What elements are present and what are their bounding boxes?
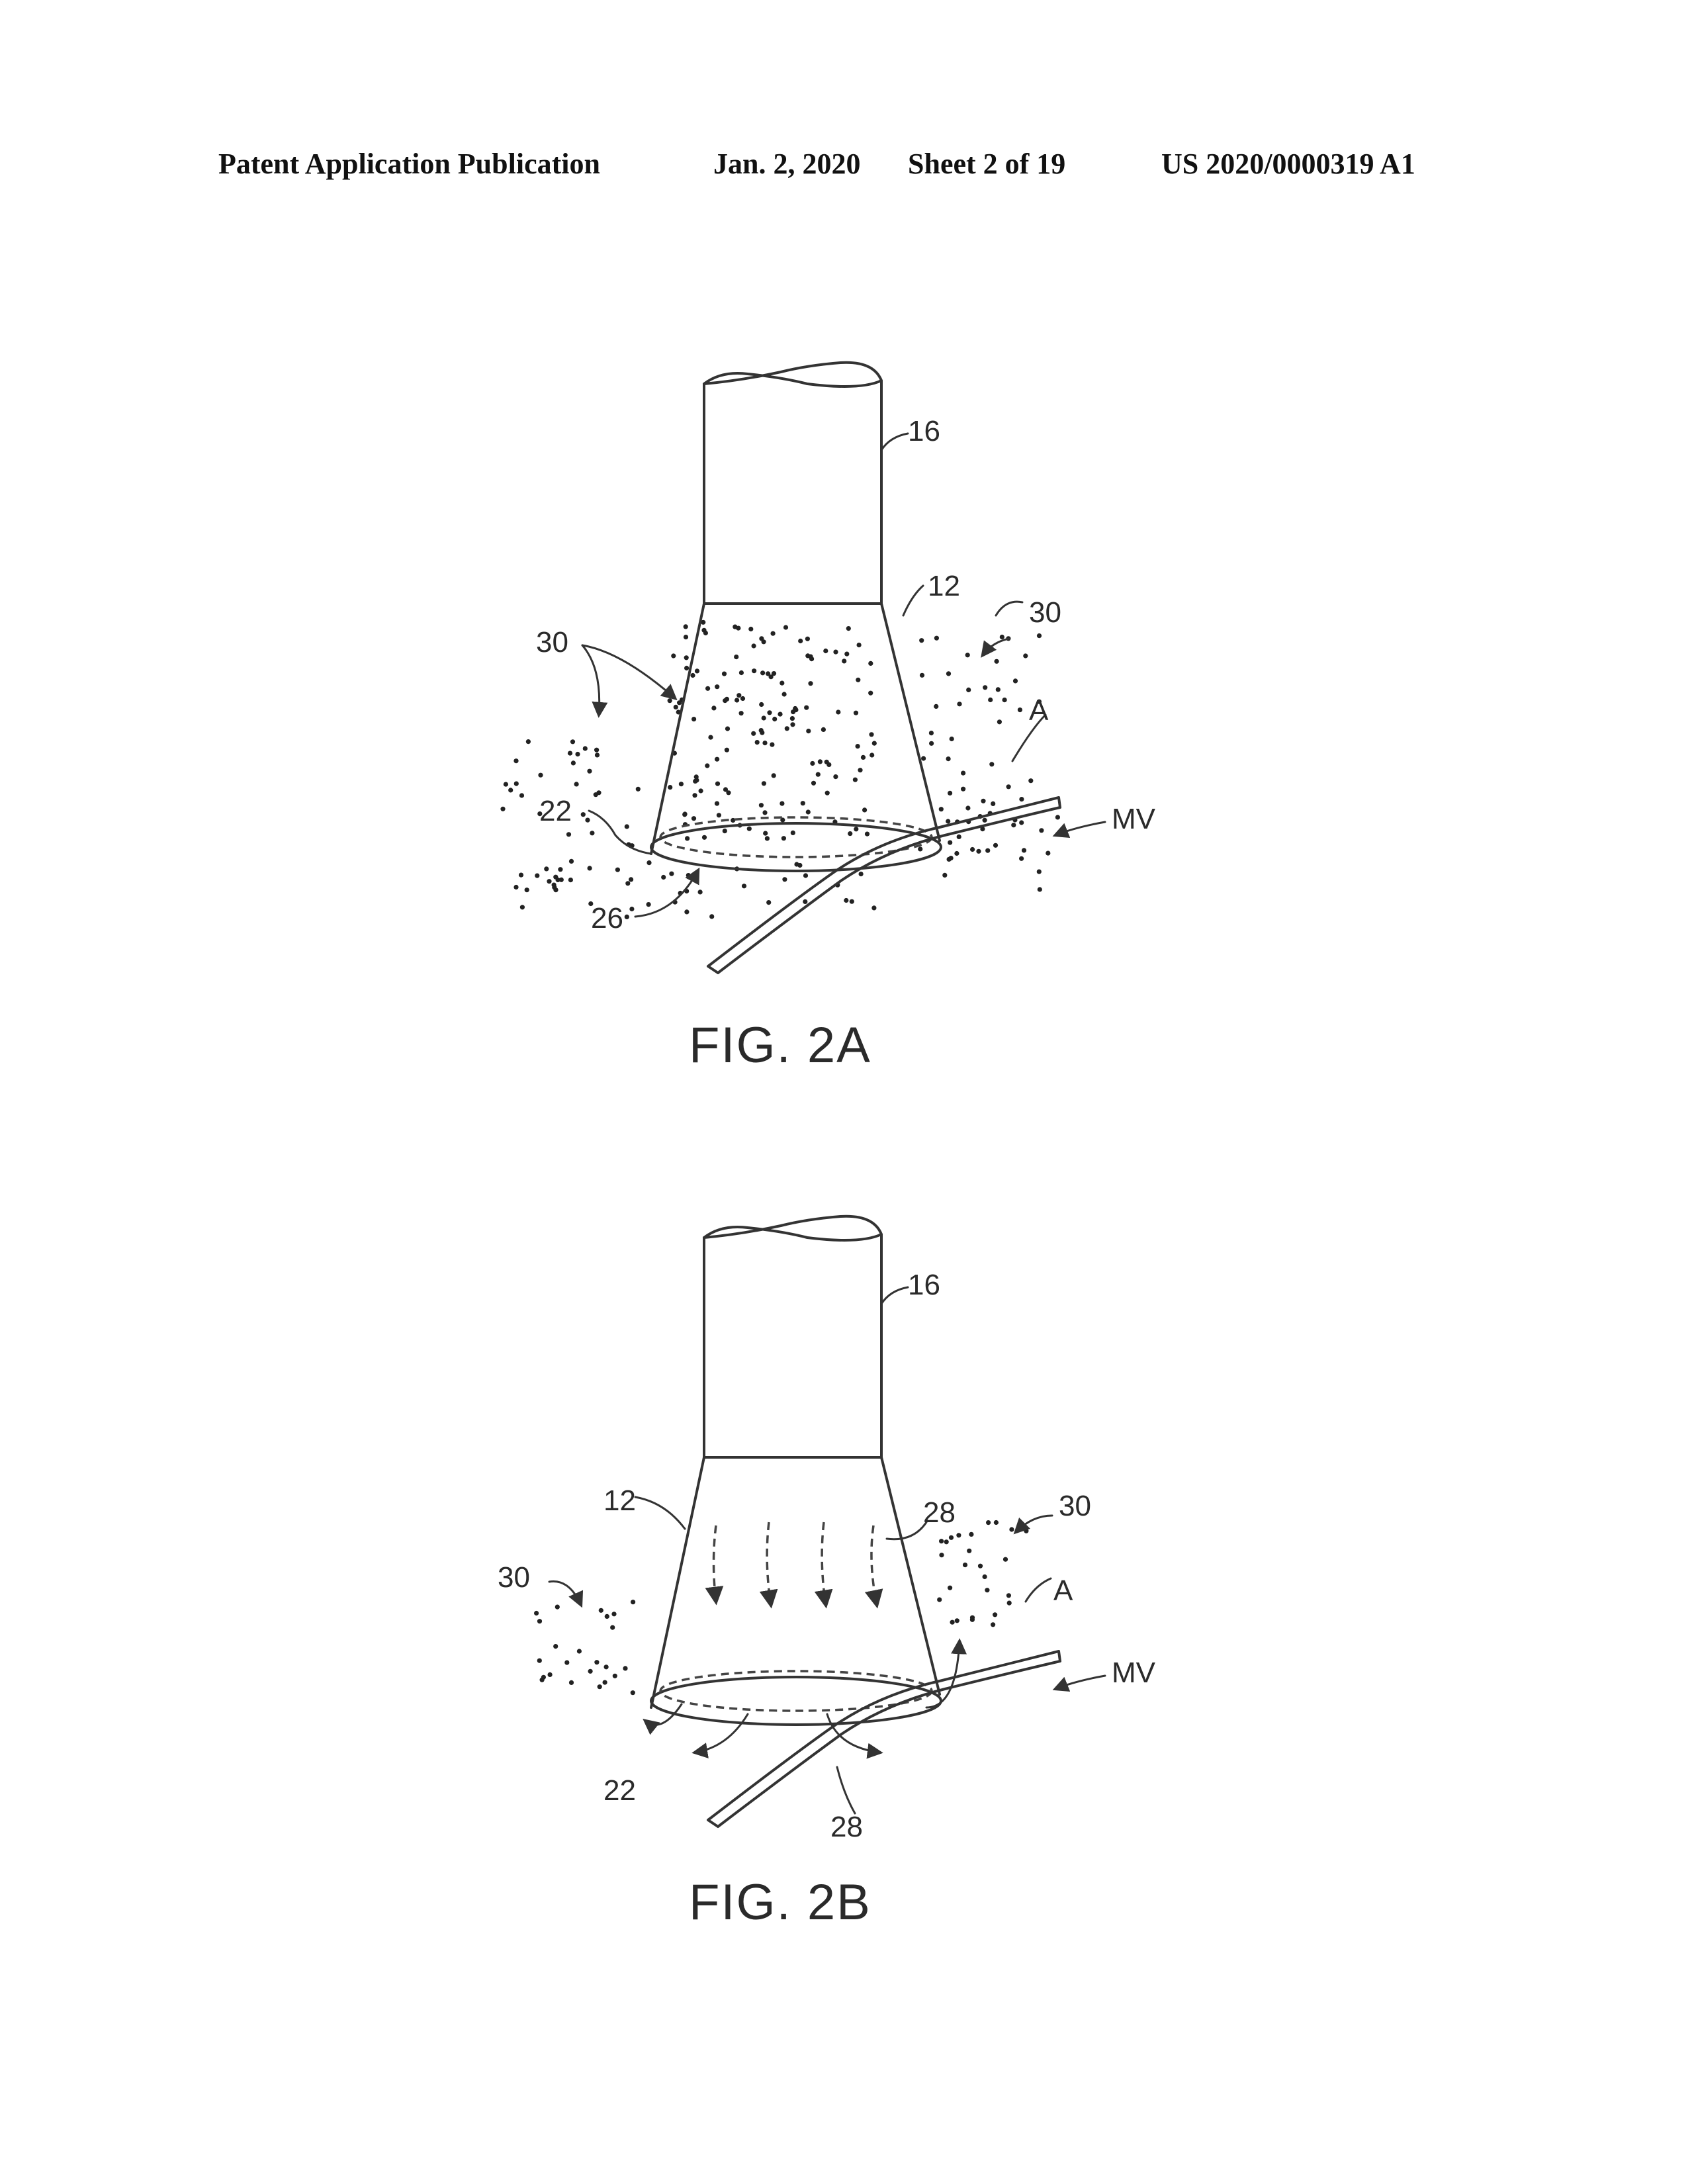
figure-2b: 16 12 28 30 30 A MV 22 28 FIG. 2B xyxy=(498,1214,1156,1931)
guidewire-a xyxy=(707,1650,1061,1828)
funnel-12 xyxy=(650,1456,941,1709)
label-22: 22 xyxy=(539,795,572,827)
guidewire-a xyxy=(707,796,1061,974)
label-12: 12 xyxy=(928,570,960,602)
catheter-tube-16 xyxy=(703,361,883,605)
label-16: 16 xyxy=(908,1269,940,1301)
label-28-bottom: 28 xyxy=(830,1811,863,1843)
label-30-right: 30 xyxy=(1059,1490,1091,1522)
label-12: 12 xyxy=(603,1484,636,1517)
header-date: Jan. 2, 2020 xyxy=(713,148,861,180)
label-22: 22 xyxy=(603,1774,636,1807)
opening-22-dashed xyxy=(659,1670,933,1712)
particles-30 xyxy=(534,1520,1029,1696)
label-a: A xyxy=(1053,1574,1073,1607)
funnel-12 xyxy=(650,602,941,855)
label-30-right: 30 xyxy=(1029,596,1061,629)
header-sheet: Sheet 2 of 19 xyxy=(908,148,1066,180)
figure-caption-2a: FIG. 2A xyxy=(689,1017,871,1073)
label-30-left: 30 xyxy=(536,626,568,659)
header-patent-number: US 2020/0000319 A1 xyxy=(1161,148,1415,180)
opening-22-dashed xyxy=(659,816,933,858)
opening-22 xyxy=(650,1676,942,1726)
label-28-top: 28 xyxy=(923,1496,956,1529)
opening-22 xyxy=(650,822,942,872)
catheter-tube-16 xyxy=(703,1214,883,1459)
label-26: 26 xyxy=(591,902,623,934)
label-30-left: 30 xyxy=(498,1561,530,1594)
figure-caption-2b: FIG. 2B xyxy=(689,1874,871,1931)
header-publication: Patent Application Publication xyxy=(218,148,600,180)
label-a: A xyxy=(1029,694,1049,727)
label-16: 16 xyxy=(908,415,940,447)
label-mv: MV xyxy=(1112,1657,1156,1689)
figure-2a: 16 12 30 30 A 22 MV 26 FIG. 2A xyxy=(500,361,1156,1073)
particles-30 xyxy=(500,619,1060,919)
label-mv: MV xyxy=(1112,803,1156,835)
